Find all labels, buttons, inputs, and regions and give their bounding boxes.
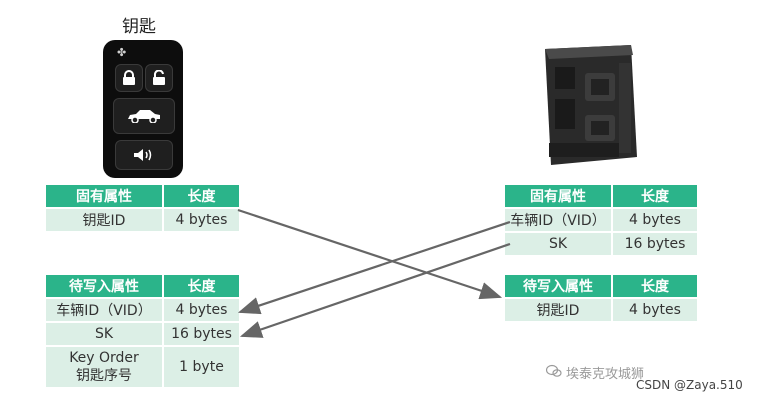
attribute-name-line1: Key Order bbox=[69, 350, 139, 366]
attribute-length: 16 bytes bbox=[164, 323, 239, 345]
attribute-length: 4 bytes bbox=[164, 299, 239, 321]
table-header: 长度 bbox=[164, 185, 239, 207]
key-fob-image: ✤ bbox=[103, 40, 183, 178]
attribute-length: 1 byte bbox=[164, 347, 239, 387]
unlock-button-icon bbox=[145, 64, 173, 92]
vehicle-fixed-attributes-table: 固有属性 长度 车辆ID（VID） 4 bytes SK 16 bytes bbox=[503, 183, 699, 257]
attribute-name: Key Order 钥匙序号 bbox=[46, 347, 162, 387]
table-header: 固有属性 bbox=[505, 185, 611, 207]
attribute-length: 16 bytes bbox=[613, 233, 697, 255]
wechat-watermark: 埃泰克攻城狮 bbox=[545, 363, 645, 382]
key-title: 钥匙 bbox=[122, 17, 156, 37]
attribute-length: 4 bytes bbox=[164, 209, 239, 231]
table-header: 待写入属性 bbox=[46, 275, 162, 297]
attribute-name-line2: 钥匙序号 bbox=[76, 368, 132, 384]
table-row: SK 16 bytes bbox=[46, 323, 239, 345]
wechat-icon bbox=[545, 364, 562, 382]
ecu-module-image bbox=[545, 45, 637, 165]
table-row: 车辆ID（VID） 4 bytes bbox=[505, 209, 697, 231]
key-fixed-attributes-table: 固有属性 长度 钥匙ID 4 bytes bbox=[44, 183, 241, 233]
csdn-watermark: CSDN @Zaya.510 bbox=[636, 378, 743, 392]
table-header: 待写入属性 bbox=[505, 275, 611, 297]
table-row: SK 16 bytes bbox=[505, 233, 697, 255]
attribute-name: 钥匙ID bbox=[46, 209, 162, 231]
key-write-attributes-table: 待写入属性 长度 车辆ID（VID） 4 bytes SK 16 bytes K… bbox=[44, 273, 241, 389]
table-row: 车辆ID（VID） 4 bytes bbox=[46, 299, 239, 321]
arrow-sk-to-key bbox=[239, 242, 511, 338]
attribute-length: 4 bytes bbox=[613, 209, 697, 231]
table-header: 固有属性 bbox=[46, 185, 162, 207]
vehicle-write-attributes-table: 待写入属性 长度 钥匙ID 4 bytes bbox=[503, 273, 699, 323]
table-row: Key Order 钥匙序号 1 byte bbox=[46, 347, 239, 387]
lock-button-icon bbox=[115, 64, 143, 92]
table-header: 长度 bbox=[613, 275, 697, 297]
arrow-vid-to-key bbox=[237, 220, 511, 315]
table-row: 钥匙ID 4 bytes bbox=[46, 209, 239, 231]
alarm-button-icon bbox=[115, 140, 173, 170]
attribute-name: 车辆ID（VID） bbox=[505, 209, 611, 231]
table-row: 钥匙ID 4 bytes bbox=[505, 299, 697, 321]
attribute-name: SK bbox=[505, 233, 611, 255]
table-header: 长度 bbox=[613, 185, 697, 207]
wechat-account-name: 埃泰克攻城狮 bbox=[566, 367, 645, 382]
attribute-length: 4 bytes bbox=[613, 299, 697, 321]
attribute-name: SK bbox=[46, 323, 162, 345]
brand-logo-icon: ✤ bbox=[117, 46, 127, 59]
attribute-name: 钥匙ID bbox=[505, 299, 611, 321]
arrow-key-id-to-vehicle bbox=[237, 208, 503, 300]
attribute-name: 车辆ID（VID） bbox=[46, 299, 162, 321]
table-header: 长度 bbox=[164, 275, 239, 297]
car-button-icon bbox=[113, 98, 175, 134]
